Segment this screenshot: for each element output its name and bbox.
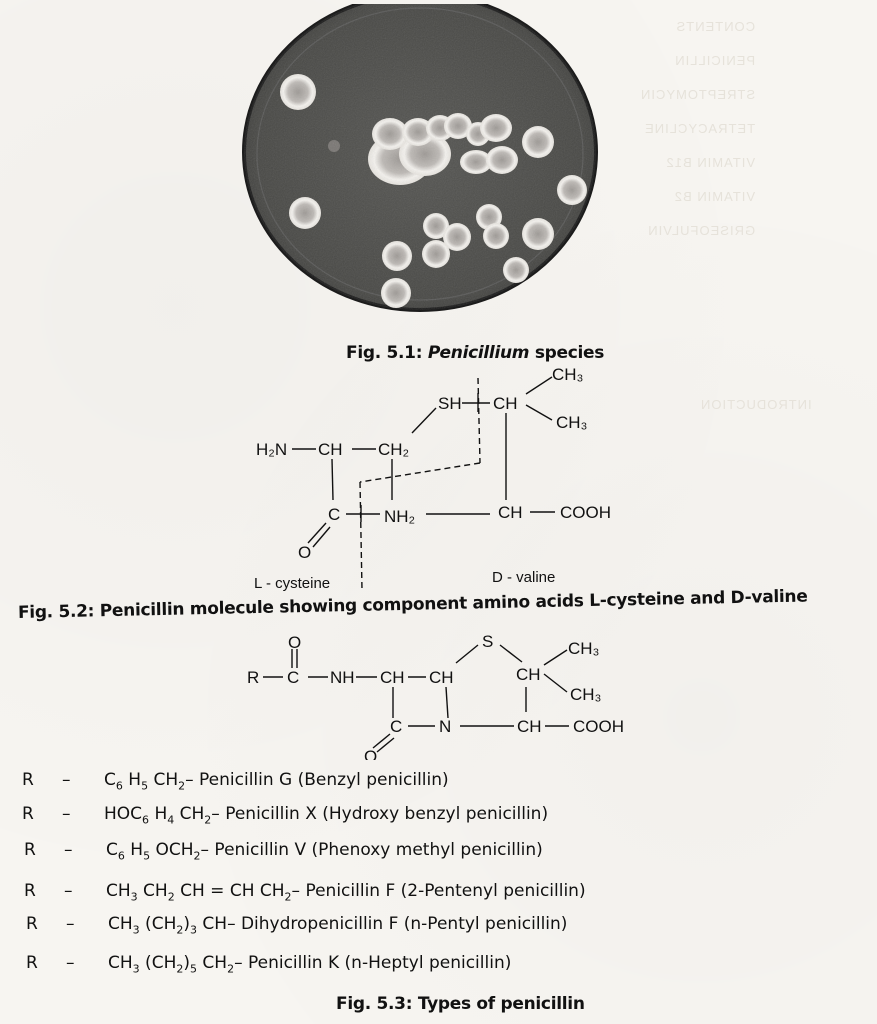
label-cooh: COOH	[560, 503, 611, 522]
label-ch-valine-bottom: CH	[498, 503, 523, 522]
label-c-lactam: C	[390, 717, 402, 736]
petri-dish-image	[242, 0, 598, 312]
list-item: R – CH3 (CH2)3 CH – Dihydropenicillin F …	[26, 914, 568, 937]
label-nh: NH	[330, 668, 355, 687]
bleed-through-heading: INTRODUCTION	[700, 397, 812, 412]
label-cooh: COOH	[573, 717, 624, 736]
list-item: R – CH3 CH2 CH = CH CH2 – Penicillin F (…	[24, 881, 586, 904]
figure-penicillium-dish	[240, 0, 610, 324]
formula: C6 H5 CH2	[104, 770, 186, 793]
figure-5-3-caption: Fig. 5.3: Types of penicillin	[336, 994, 585, 1014]
formula: CH3 (CH2)3 CH	[108, 914, 228, 937]
label-nh2: NH₂	[384, 507, 415, 526]
label-h2n: H₂N	[256, 440, 287, 459]
label-o-top: O	[288, 633, 301, 652]
label-ch3-bottom: CH₃	[570, 685, 601, 704]
bleed-through-right: CONTENTS PENICILLIN STREPTOMYCIN TETRACY…	[640, 19, 756, 238]
list-item: R – CH3 (CH2)5 CH2 – Penicillin K (n-Hep…	[26, 953, 512, 976]
figure-5-1-caption: Fig. 5.1: Penicillium species	[346, 343, 605, 363]
list-item: R – HOC6 H4 CH2 – Penicillin X (Hydroxy …	[22, 804, 549, 827]
figure-penicillin-amino-acids: H₂N CH CH₂ SH CH CH₃ CH₃ C O NH₂ CH COOH…	[240, 360, 640, 600]
label-o-lactam: O	[364, 747, 377, 760]
label-ch3-bottom: CH₃	[556, 413, 587, 432]
formula: CH3 CH2 CH = CH CH2	[106, 881, 292, 904]
label-ch-cysteine: CH	[318, 440, 343, 459]
label-d-valine: D - valine	[492, 569, 555, 586]
penicillin-amino-acid-structure: H₂N CH CH₂ SH CH CH₃ CH₃ C O NH₂ CH COOH…	[254, 365, 611, 592]
label-o: O	[298, 543, 311, 562]
label-ch3-top: CH₃	[568, 639, 599, 658]
list-item: R – C6 H5 OCH2 – Penicillin V (Phenoxy m…	[24, 840, 543, 863]
list-item: R – C6 H5 CH2 – Penicillin G (Benzyl pen…	[22, 770, 449, 793]
label-n: N	[439, 717, 451, 736]
label-ch-2: CH	[429, 668, 454, 687]
penicillin-core-structure: O R C NH CH CH S CH CH₃ CH₃ C O N CH COO…	[247, 632, 624, 766]
label-ch-1: CH	[380, 668, 405, 687]
label-ch2: CH₂	[378, 440, 409, 459]
label-c-carbonyl: C	[328, 505, 340, 524]
label-r: R	[247, 668, 259, 687]
formula: CH3 (CH2)5 CH2	[108, 953, 235, 976]
label-sh: SH	[438, 394, 462, 413]
label-ch-4: CH	[517, 717, 542, 736]
label-l-cysteine: L - cysteine	[254, 575, 330, 592]
label-ch-3: CH	[516, 665, 541, 684]
figure-penicillin-general-structure: O R C NH CH CH S CH CH₃ CH₃ C O N CH COO…	[230, 630, 650, 766]
label-ch-valine-top: CH	[493, 394, 518, 413]
label-s: S	[482, 632, 493, 651]
label-c-acyl: C	[287, 668, 299, 687]
label-ch3-top: CH₃	[552, 365, 583, 384]
formula: C6 H5 OCH2	[106, 840, 201, 863]
formula: HOC6 H4 CH2	[104, 804, 212, 827]
